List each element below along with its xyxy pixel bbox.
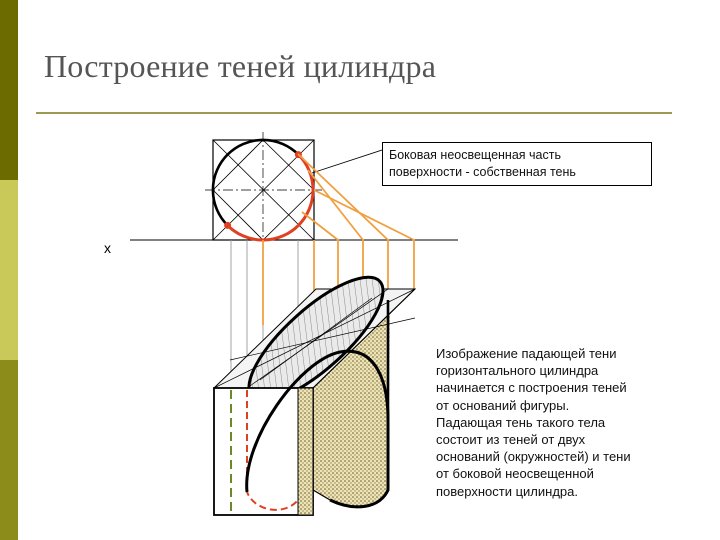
slide-title: Построение теней цилиндра [44,48,437,84]
sidebar-stripe-bottom [0,360,18,540]
description-text: Изображение падающей тени горизонтальног… [436,346,631,499]
light-rays [262,153,415,330]
axis-x-label: x [104,240,111,256]
sidebar-stripe-middle [0,180,18,360]
dashed-red-contour [246,390,299,511]
base-shadow-ellipse-bottom [245,349,390,509]
own-shadow-callout: Боковая неосвещенная часть поверхности -… [382,142,652,186]
ellipse-construction-lines [213,288,416,389]
sidebar-stripe-top [0,0,18,180]
cast-shadow-side [313,300,390,507]
shadow-front-dotted [297,387,314,516]
top-view [205,132,322,248]
callout-leader [311,149,383,174]
title-underline [36,112,672,114]
terminator-point-bottom [224,221,232,229]
